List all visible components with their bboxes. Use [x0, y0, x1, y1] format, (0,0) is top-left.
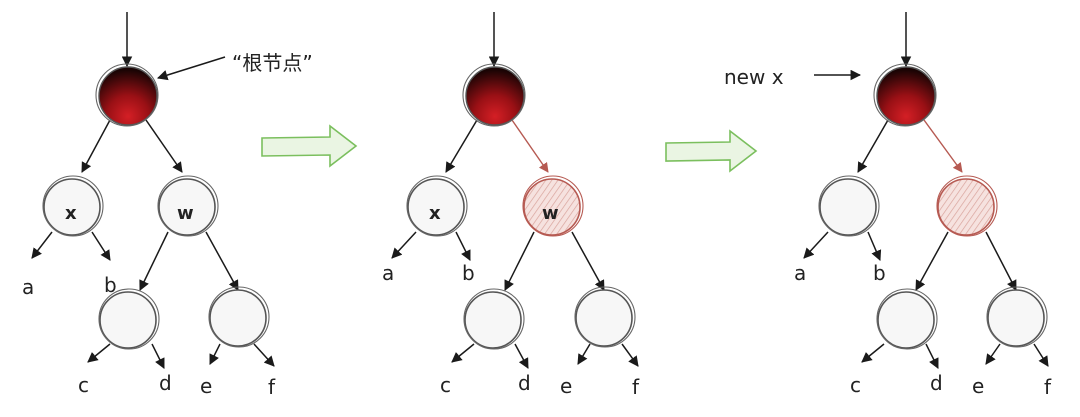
panel-1: “根节点” x w a b c d e f [22, 12, 313, 399]
root-node-2 [465, 66, 525, 126]
node-x [43, 178, 101, 236]
edge-f [253, 343, 275, 367]
edge-w-right [205, 231, 239, 291]
root-pointer-arrow [156, 56, 226, 81]
node-w-2-sketch [522, 175, 584, 237]
leaf-c-2: c [440, 373, 451, 397]
edge-left-a-3 [803, 231, 829, 259]
root-node-2-sketch [462, 63, 526, 127]
node-w-sketch [157, 175, 219, 237]
leaf-a-3: a [794, 261, 806, 285]
leaf-e-3: e [972, 374, 984, 398]
leaf-b-2: b [462, 261, 475, 285]
node-right-3-sketch [936, 175, 998, 237]
node-w-right-child-sketch [208, 286, 270, 348]
node-x-label: x [65, 203, 77, 224]
edge-c-3 [861, 343, 885, 363]
edge-root-x-2 [445, 119, 478, 173]
leaf-f: f [268, 375, 276, 399]
node-w-label: w [177, 203, 194, 224]
edge-x-b [91, 231, 111, 261]
node-w-right-child [209, 289, 267, 347]
edge-root-x [81, 119, 111, 173]
edge-root-w-2 [511, 119, 549, 173]
root-node-3 [876, 66, 936, 126]
node-left-3 [819, 178, 877, 236]
leaf-c: c [78, 373, 89, 397]
transition-arrow-2 [665, 129, 758, 173]
node-red-left-child-3-sketch [876, 288, 938, 350]
edge-e-2 [577, 343, 591, 365]
node-w-left-child-sketch [98, 288, 160, 350]
node-w-2-label: w [542, 203, 559, 224]
edge-root-w [145, 119, 183, 173]
node-left-3-sketch [818, 175, 880, 237]
leaf-d: d [159, 371, 172, 395]
leaf-a-2: a [382, 261, 394, 285]
edge-left-b-3 [867, 231, 882, 261]
root-annotation: “根节点” [232, 51, 313, 75]
node-x-2-label: x [429, 203, 441, 224]
node-x-2 [407, 178, 465, 236]
node-w-right-child-2 [575, 289, 633, 347]
leaf-e: e [200, 374, 212, 398]
leaf-f-2: f [632, 375, 640, 399]
edge-e-3 [985, 343, 1001, 365]
edge-c [87, 343, 111, 363]
node-x-sketch [42, 175, 104, 237]
node-red-left-child-3 [877, 291, 935, 349]
node-w-2-highlighted [523, 178, 581, 236]
transition-arrow-1 [261, 124, 358, 168]
edge-root-left-3 [857, 119, 889, 173]
leaf-a: a [22, 275, 34, 299]
edge-d [151, 343, 165, 369]
leaf-b-3: b [873, 261, 886, 285]
node-w-left-child-2 [464, 291, 522, 349]
edge-x-a [31, 231, 53, 259]
edge-w-right-2 [571, 231, 605, 291]
edge-red-left-3 [915, 231, 949, 291]
edge-root-right-3 [923, 119, 963, 173]
node-w [158, 178, 216, 236]
node-red-right-child-3-sketch [986, 286, 1048, 348]
node-red-right-child-3 [987, 289, 1045, 347]
edge-d-3 [925, 343, 939, 369]
node-w-left-child [99, 291, 157, 349]
node-x-2-sketch [406, 175, 468, 237]
root-node-3-sketch [873, 63, 937, 127]
edge-w-left-2 [504, 231, 535, 291]
panel-3: new x a b c d e f [724, 12, 1052, 399]
node-w-right-child-2-sketch [574, 286, 636, 348]
leaf-d-2: d [518, 371, 531, 395]
root-node [98, 66, 158, 126]
new-x-annotation: new x [724, 65, 784, 89]
leaf-d-3: d [930, 371, 943, 395]
root-node-sketch [95, 63, 159, 127]
leaf-c-3: c [850, 373, 861, 397]
node-right-3-highlighted [937, 178, 995, 236]
edge-w-left [139, 231, 169, 291]
leaf-f-3: f [1044, 375, 1052, 399]
edge-e [209, 343, 221, 365]
edge-red-right-3 [985, 231, 1017, 291]
node-w-left-child-2-sketch [463, 288, 525, 350]
edge-d-2 [514, 343, 529, 369]
leaf-e-2: e [560, 374, 572, 398]
edge-x-b-2 [455, 231, 471, 261]
edge-x-a-2 [391, 231, 417, 259]
leaf-b: b [104, 273, 117, 297]
panel-2: x w a b c d e f [382, 12, 640, 399]
edge-f-2 [621, 343, 639, 367]
edge-c-2 [451, 343, 475, 363]
edge-f-3 [1033, 343, 1049, 367]
